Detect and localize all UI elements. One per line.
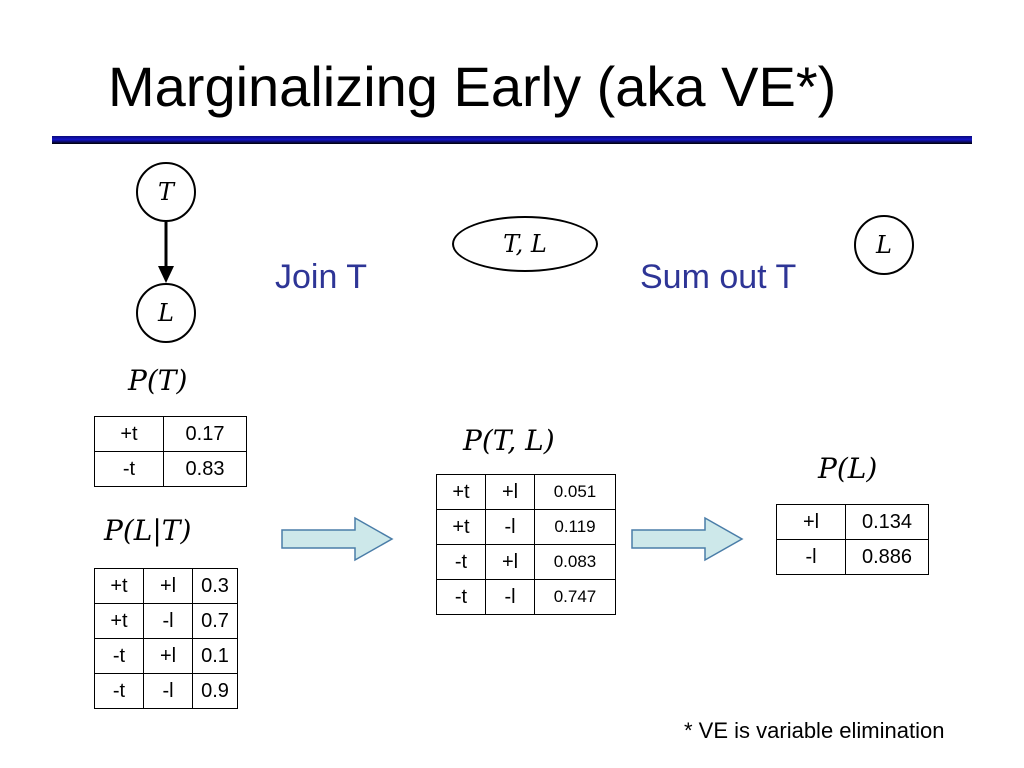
table-cell: -l (143, 673, 193, 709)
table-row: -t +l 0.083 (436, 544, 616, 580)
table-cell: +t (94, 603, 144, 639)
table-cell: 0.119 (534, 509, 616, 545)
title-underline (52, 136, 972, 144)
table-cell: 0.3 (192, 568, 238, 604)
formula-p-l: P(L) (818, 452, 878, 485)
table-cell: -t (436, 544, 486, 580)
node-t: T (136, 162, 196, 222)
table-row: +t -l 0.7 (94, 603, 238, 639)
node-l: L (136, 283, 196, 343)
table-cell: +t (436, 509, 486, 545)
table-cell: -t (436, 579, 486, 615)
table-cell: -t (94, 451, 164, 487)
sum-out-label: Sum out T (640, 258, 797, 296)
table-cell: +l (485, 544, 535, 580)
table-row: -l 0.886 (776, 539, 929, 575)
join-label: Join T (275, 258, 367, 296)
table-row: -t 0.83 (94, 451, 247, 487)
slide-title: Marginalizing Early (aka VE*) (108, 55, 837, 118)
node-tl: T, L (452, 216, 598, 272)
table-cell: 0.051 (534, 474, 616, 510)
table-row: +l 0.134 (776, 504, 929, 540)
table-cell: +t (436, 474, 486, 510)
table-cell: -t (94, 638, 144, 674)
table-cell: -l (776, 539, 846, 575)
table-cell: 0.1 (192, 638, 238, 674)
edge-arrowhead (158, 266, 174, 283)
table-cell: 0.134 (845, 504, 929, 540)
table-row: +t -l 0.119 (436, 509, 616, 545)
table-cell: 0.083 (534, 544, 616, 580)
table-p-t: +t 0.17 -t 0.83 (94, 416, 247, 487)
table-cell: +t (94, 416, 164, 452)
formula-p-l-given-t: P(L|T) (104, 514, 192, 547)
table-cell: +l (143, 568, 193, 604)
table-row: -t -l 0.9 (94, 673, 238, 709)
table-cell: 0.9 (192, 673, 238, 709)
table-row: +t +l 0.3 (94, 568, 238, 604)
table-cell: -t (94, 673, 144, 709)
table-row: +t 0.17 (94, 416, 247, 452)
footnote: * VE is variable elimination (684, 718, 945, 743)
join-arrow (281, 516, 394, 562)
table-cell: 0.17 (163, 416, 247, 452)
table-cell: +l (485, 474, 535, 510)
node-l-result: L (854, 215, 914, 275)
table-cell: 0.747 (534, 579, 616, 615)
table-cell: 0.83 (163, 451, 247, 487)
table-cell: 0.886 (845, 539, 929, 575)
formula-p-tl: P(T, L) (463, 424, 555, 457)
table-cell: -l (485, 509, 535, 545)
formula-p-t: P(T) (128, 364, 188, 397)
table-row: -t +l 0.1 (94, 638, 238, 674)
table-cell: -l (485, 579, 535, 615)
sum-out-arrow (631, 516, 744, 562)
table-cell: +t (94, 568, 144, 604)
table-cell: +l (776, 504, 846, 540)
table-p-l: +l 0.134 -l 0.886 (776, 504, 929, 575)
table-cell: +l (143, 638, 193, 674)
table-p-tl: +t +l 0.051 +t -l 0.119 -t +l 0.083 -t -… (436, 474, 616, 615)
table-row: +t +l 0.051 (436, 474, 616, 510)
table-row: -t -l 0.747 (436, 579, 616, 615)
table-cell: 0.7 (192, 603, 238, 639)
table-cell: -l (143, 603, 193, 639)
table-p-l-given-t: +t +l 0.3 +t -l 0.7 -t +l 0.1 -t -l 0.9 (94, 568, 238, 709)
